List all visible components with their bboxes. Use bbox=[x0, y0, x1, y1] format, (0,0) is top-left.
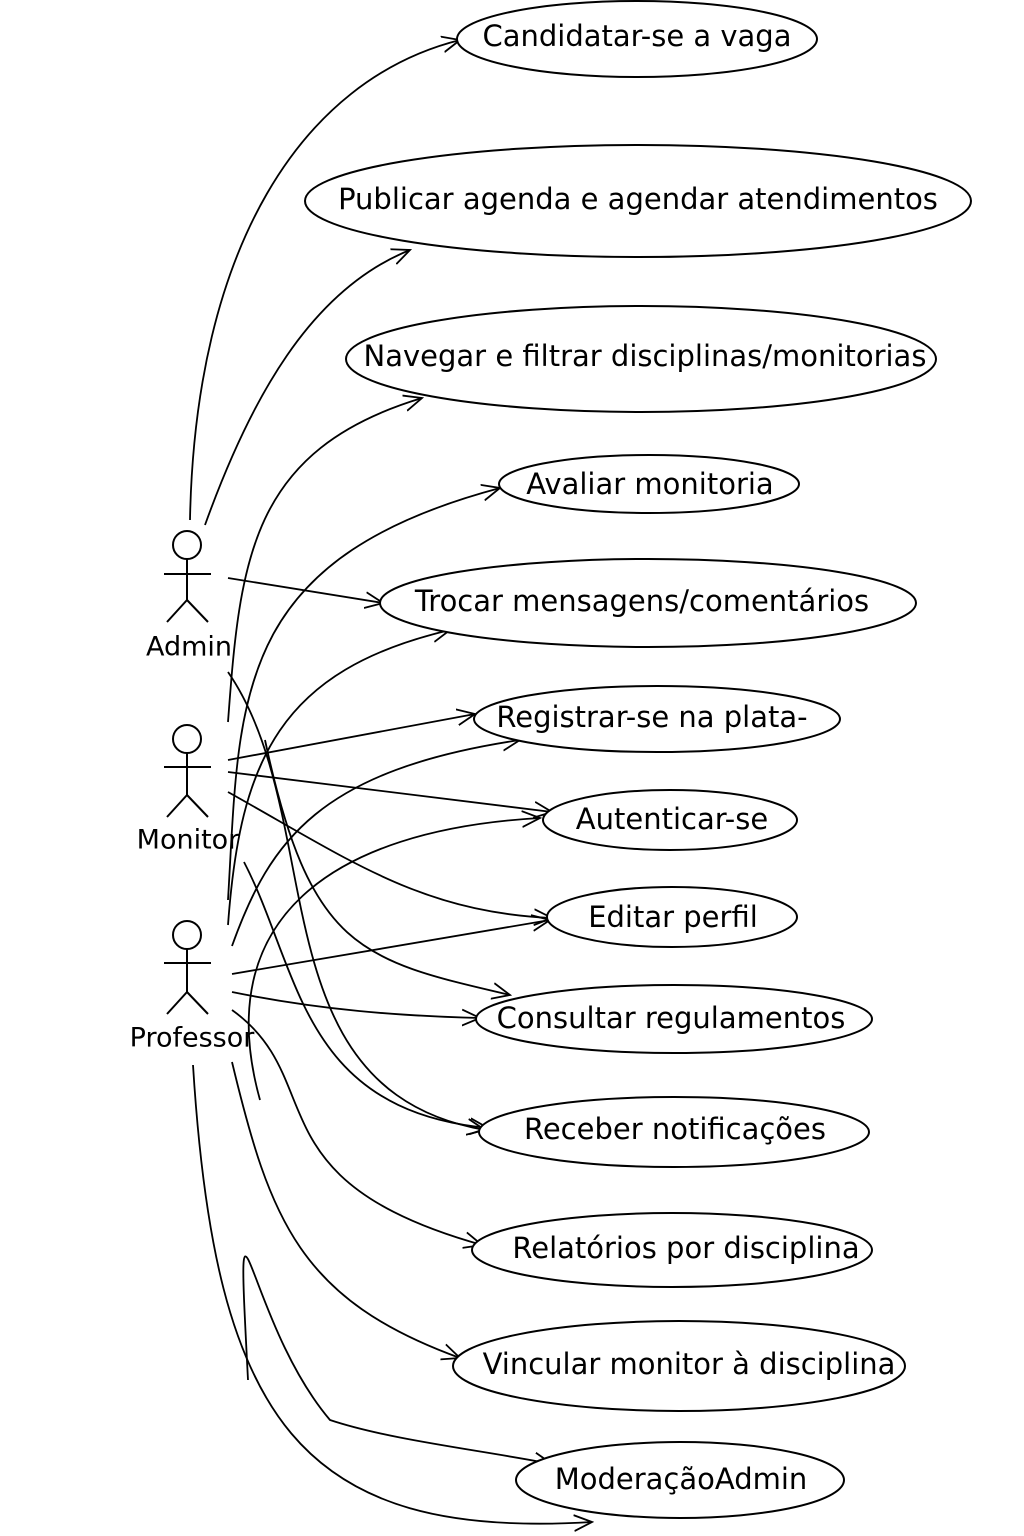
assoc-admin-consultar bbox=[264, 739, 510, 995]
actor-head-icon bbox=[172, 724, 202, 754]
use-case-label: Publicar agenda e agendar atendimentos bbox=[338, 182, 938, 216]
use-case-label: Vincular monitor à disciplina bbox=[483, 1347, 896, 1381]
assoc-monitor-avaliar bbox=[227, 488, 500, 901]
assoc-monitor-navegar bbox=[227, 398, 422, 723]
use-case-publicar[interactable]: Publicar agenda e agendar atendimentos bbox=[304, 144, 972, 258]
use-case-vincular[interactable]: Vincular monitor à disciplina bbox=[452, 1320, 906, 1412]
actor-label: Professor bbox=[130, 1023, 256, 1054]
use-case-label: Navegar e filtrar disciplinas/monitorias bbox=[364, 339, 927, 373]
actor-label: Monitor bbox=[137, 825, 241, 856]
assoc-monitor-editar bbox=[227, 791, 552, 918]
use-case-avaliar[interactable]: Avaliar monitoria bbox=[498, 454, 800, 514]
use-case-label: Receber notificações bbox=[524, 1112, 826, 1146]
assoc-professor-autenticar bbox=[247, 818, 540, 1101]
use-case-label: Trocar mensagens/comentários bbox=[414, 584, 869, 618]
actor-right-leg bbox=[186, 599, 209, 623]
assoc-monitor-receber bbox=[243, 861, 488, 1128]
actor-right-leg bbox=[186, 794, 209, 818]
use-case-autenticar[interactable]: Autenticar-se bbox=[542, 789, 798, 851]
actor-head-icon bbox=[172, 530, 202, 560]
actor-head-icon bbox=[172, 920, 202, 950]
use-case-label: Registrar-se na plata- bbox=[496, 700, 807, 734]
use-case-label: Autenticar-se bbox=[576, 802, 768, 836]
actor-left-leg bbox=[166, 599, 188, 623]
use-case-label: Editar perfil bbox=[588, 900, 758, 934]
assoc-professor-consultar bbox=[231, 991, 480, 1018]
use-case-label: Relatórios por disciplina bbox=[512, 1231, 859, 1265]
associations bbox=[189, 40, 592, 1524]
assoc-admin-publicar bbox=[204, 250, 410, 526]
actor-professor[interactable]: Professor bbox=[130, 920, 256, 1054]
actor-left-leg bbox=[166, 991, 188, 1015]
use-case-navegar[interactable]: Navegar e filtrar disciplinas/monitorias bbox=[345, 305, 937, 413]
use-cases: Candidatar-se a vaga Publicar agenda e a… bbox=[304, 0, 972, 1519]
use-case-registrar[interactable]: Registrar-se na plata- bbox=[473, 685, 841, 753]
assoc-monitor-autenticar bbox=[227, 771, 552, 812]
use-case-moderacao[interactable]: ModeraçãoAdmin bbox=[515, 1441, 845, 1519]
assoc-professor-vincular bbox=[231, 1061, 460, 1358]
use-case-label: ModeraçãoAdmin bbox=[555, 1462, 808, 1496]
assoc-monitor-registrar bbox=[227, 714, 475, 761]
actor-monitor[interactable]: Monitor bbox=[137, 724, 241, 856]
use-case-relatorios[interactable]: Relatórios por disciplina bbox=[471, 1212, 873, 1288]
use-case-candidatar[interactable]: Candidatar-se a vaga bbox=[456, 0, 818, 78]
use-case-editar[interactable]: Editar perfil bbox=[546, 886, 798, 948]
actor-label: Admin bbox=[146, 632, 232, 663]
assoc-professor-trocar bbox=[227, 630, 450, 926]
use-case-trocar[interactable]: Trocar mensagens/comentários bbox=[379, 558, 917, 648]
assoc-admin-candidatar bbox=[189, 40, 460, 521]
assoc-professor-editar bbox=[231, 920, 550, 975]
assoc-professor-registrar bbox=[231, 740, 520, 947]
use-case-label: Consultar regulamentos bbox=[497, 1001, 846, 1035]
actor-admin[interactable]: Admin bbox=[146, 530, 232, 663]
assoc-monitor-moderacao bbox=[242, 1255, 552, 1464]
use-case-label: Candidatar-se a vaga bbox=[483, 19, 792, 53]
use-case-receber[interactable]: Receber notificações bbox=[478, 1096, 870, 1168]
assoc-admin-receber bbox=[227, 671, 485, 1130]
actor-right-leg bbox=[186, 991, 209, 1015]
assoc-professor-moderacao bbox=[192, 1064, 592, 1524]
use-case-consultar[interactable]: Consultar regulamentos bbox=[475, 984, 873, 1054]
assoc-admin-trocar bbox=[227, 577, 383, 603]
actor-left-leg bbox=[166, 794, 188, 818]
assoc-professor-relatorios bbox=[231, 1009, 482, 1245]
use-case-label: Avaliar monitoria bbox=[526, 467, 773, 501]
